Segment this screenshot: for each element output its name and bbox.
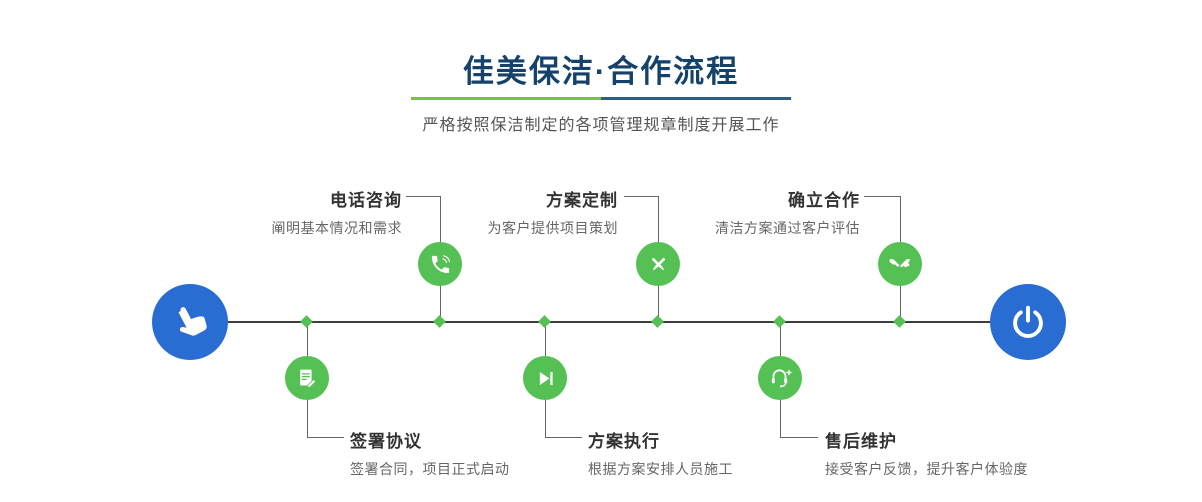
divider-blue-segment	[601, 97, 791, 100]
timeline-diamond	[773, 315, 786, 328]
step-circle-execution	[523, 356, 567, 400]
step-label-contract: 签署协议 签署合同，项目正式启动	[350, 427, 590, 479]
timeline-diamond	[538, 315, 551, 328]
contract-icon	[300, 369, 317, 389]
timeline-diamond	[651, 315, 664, 328]
step-circle-design	[636, 242, 680, 286]
step-desc: 清洁方案通过客户评估	[715, 220, 860, 236]
connector-line	[440, 196, 441, 242]
connector-line	[545, 322, 546, 356]
page-subtitle: 严格按照保洁制定的各项管理规章制度开展工作	[422, 117, 780, 134]
step-circle-cooperation	[878, 242, 922, 286]
connector-line	[658, 196, 659, 242]
step-circle-phone	[418, 242, 462, 286]
handshake-icon	[889, 259, 911, 268]
step-desc: 接受客户反馈，提升客户体验度	[825, 461, 1028, 477]
timeline-diamond	[893, 315, 906, 328]
connector-line	[780, 437, 818, 438]
step-circle-aftersales	[758, 356, 802, 400]
connector-line	[545, 437, 582, 438]
page-title: 佳美保洁·合作流程	[462, 54, 740, 89]
connector-line	[780, 400, 781, 437]
timeline-end-circle	[990, 284, 1066, 360]
timeline-diamond	[433, 315, 446, 328]
timeline-line	[228, 321, 990, 323]
step-label-execution: 方案执行 根据方案安排人员施工	[588, 427, 828, 479]
step-label-aftersales: 售后维护 接受客户反馈，提升客户体验度	[825, 427, 1085, 479]
connector-line	[900, 286, 901, 322]
title-divider	[411, 97, 791, 100]
connector-line	[406, 196, 440, 197]
connector-line	[307, 400, 308, 437]
connector-line	[307, 437, 344, 438]
connector-line	[864, 196, 900, 197]
connector-line	[307, 322, 308, 356]
step-title: 方案定制	[546, 191, 618, 210]
step-title: 签署协议	[350, 432, 422, 451]
connector-line	[545, 400, 546, 437]
step-label-phone: 电话咨询 阐明基本情况和需求	[240, 186, 402, 238]
step-desc: 签署合同，项目正式启动	[350, 461, 510, 477]
timeline-start-circle	[152, 284, 228, 360]
connector-line	[780, 322, 781, 356]
connector-line	[658, 286, 659, 322]
phone-icon	[431, 254, 450, 273]
step-title: 确立合作	[788, 191, 860, 210]
hand-pointer-icon	[178, 307, 207, 336]
connector-line	[624, 196, 658, 197]
step-circle-contract	[285, 356, 329, 400]
divider-green-segment	[411, 97, 601, 100]
step-title: 售后维护	[825, 432, 897, 451]
play-icon	[539, 371, 553, 385]
power-icon	[1013, 305, 1043, 338]
step-title: 方案执行	[588, 432, 660, 451]
headset-icon	[771, 369, 792, 388]
connector-line	[440, 286, 441, 322]
step-label-design: 方案定制 为客户提供项目策划	[456, 186, 618, 238]
step-desc: 为客户提供项目策划	[487, 220, 618, 236]
step-title: 电话咨询	[330, 191, 402, 210]
connector-line	[900, 196, 901, 242]
step-desc: 根据方案安排人员施工	[588, 461, 733, 477]
timeline-diamond	[300, 315, 313, 328]
step-label-cooperation: 确立合作 清洁方案通过客户评估	[698, 186, 860, 238]
step-desc: 阐明基本情况和需求	[271, 220, 402, 236]
pen-ruler-icon	[651, 257, 665, 270]
